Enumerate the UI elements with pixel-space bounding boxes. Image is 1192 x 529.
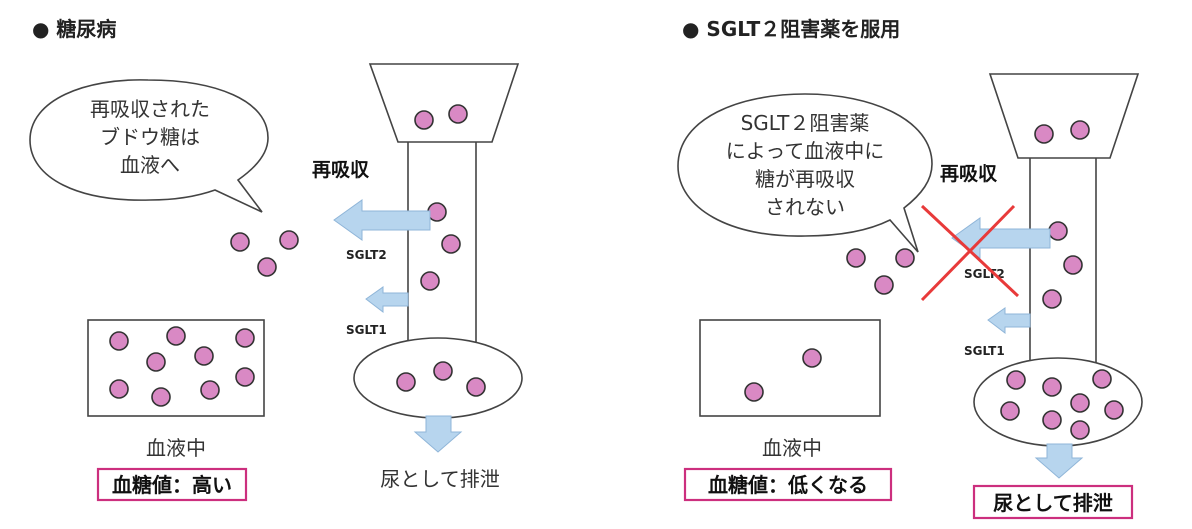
- blood-sugar-label: 血糖値：低くなる: [708, 473, 868, 497]
- glomerulus-funnel: [988, 73, 1140, 159]
- glucose-dot: [166, 326, 186, 346]
- glucose-dot: [200, 380, 220, 400]
- bubble-line-2: ブドウ糖は: [100, 125, 200, 149]
- blood-label: 血液中: [146, 436, 206, 460]
- urine-label: 尿として排泄: [380, 467, 499, 491]
- glucose-dot: [1006, 370, 1026, 390]
- urine-label: 尿として排泄: [993, 491, 1112, 515]
- blood-vessel-box: [699, 319, 881, 417]
- glucose-dot: [396, 372, 416, 392]
- glucose-dot: [1034, 124, 1054, 144]
- glucose-dot: [1063, 255, 1083, 275]
- sglt1-label: SGLT1: [346, 323, 387, 337]
- reabsorption-label: 再吸収: [312, 159, 370, 181]
- glucose-dot: [744, 382, 764, 402]
- sglt1-label: SGLT1: [964, 344, 1005, 358]
- bubble-line-1: 再吸収された: [90, 97, 210, 121]
- glucose-dot: [448, 104, 468, 124]
- glucose-dot: [109, 379, 129, 399]
- sglt2-arrow: [951, 217, 1051, 259]
- panel-sglt2-inhibitor: ● SGLT２阻害薬を服用 SGLT２阻害薬 によって血液中に 糖が再吸収 され…: [677, 17, 1143, 520]
- blood-sugar-box: [683, 467, 893, 502]
- glucose-dot: [895, 248, 915, 268]
- glucose-dot: [441, 234, 461, 254]
- glucose-dot: [420, 271, 440, 291]
- glucose-dot: [414, 110, 434, 130]
- glucose-dot: [1000, 401, 1020, 421]
- sglt1-arrow: [365, 286, 409, 314]
- urine-arrow: [1034, 443, 1084, 479]
- glucose-dot: [1042, 410, 1062, 430]
- glucose-dot: [230, 232, 250, 252]
- glucose-dot: [279, 230, 299, 250]
- glucose-dot: [1042, 289, 1062, 309]
- speech-bubble: [29, 79, 269, 213]
- blood-label: 血液中: [762, 436, 822, 460]
- glucose-dot: [235, 328, 255, 348]
- blood-sugar-box: [96, 467, 248, 502]
- glucose-dot: [427, 202, 447, 222]
- speech-bubble: [677, 93, 933, 253]
- glucose-dot: [146, 352, 166, 372]
- glucose-dot: [1070, 420, 1090, 440]
- blood-sugar-label: 血糖値：高い: [112, 473, 232, 497]
- sglt2-label: SGLT2: [346, 248, 387, 262]
- glucose-dot: [433, 361, 453, 381]
- glucose-dot: [194, 346, 214, 366]
- bubble-line-1: SGLT２阻害薬: [741, 111, 870, 135]
- glucose-dot: [151, 387, 171, 407]
- bubble-line-4: されない: [765, 195, 845, 219]
- glomerulus-funnel: [368, 63, 520, 143]
- glucose-dot: [874, 275, 894, 295]
- bubble-line-3: 糖が再吸収: [755, 167, 855, 191]
- reabsorption-label: 再吸収: [940, 163, 998, 185]
- glucose-dot: [466, 377, 486, 397]
- glucose-dot: [802, 348, 822, 368]
- glucose-dot: [1070, 393, 1090, 413]
- urine-arrow: [413, 415, 463, 453]
- panel-title: ● SGLT２阻害薬を服用: [682, 17, 900, 41]
- block-cross-icon: [920, 204, 1016, 302]
- sglt2-label: SGLT2: [964, 267, 1005, 281]
- glucose-dot: [257, 257, 277, 277]
- glucose-dot: [1104, 400, 1124, 420]
- glucose-dot: [846, 248, 866, 268]
- bubble-line-2: によって血液中に: [726, 139, 884, 163]
- bubble-line-3: 血液へ: [120, 153, 180, 177]
- sglt1-arrow: [987, 307, 1031, 335]
- sglt2-arrow: [333, 199, 431, 241]
- glucose-dot: [1048, 221, 1068, 241]
- glucose-dot: [235, 367, 255, 387]
- panel-diabetes: ● 糖尿病 再吸収された ブドウ糖は 血液へ 再吸収 SGLT2 SGLT1: [29, 17, 523, 502]
- glucose-dot: [1070, 120, 1090, 140]
- glucose-dot: [1042, 377, 1062, 397]
- glucose-dot: [1092, 369, 1112, 389]
- urine-box: [972, 484, 1134, 520]
- panel-title: ● 糖尿病: [32, 17, 116, 41]
- glucose-dot: [109, 331, 129, 351]
